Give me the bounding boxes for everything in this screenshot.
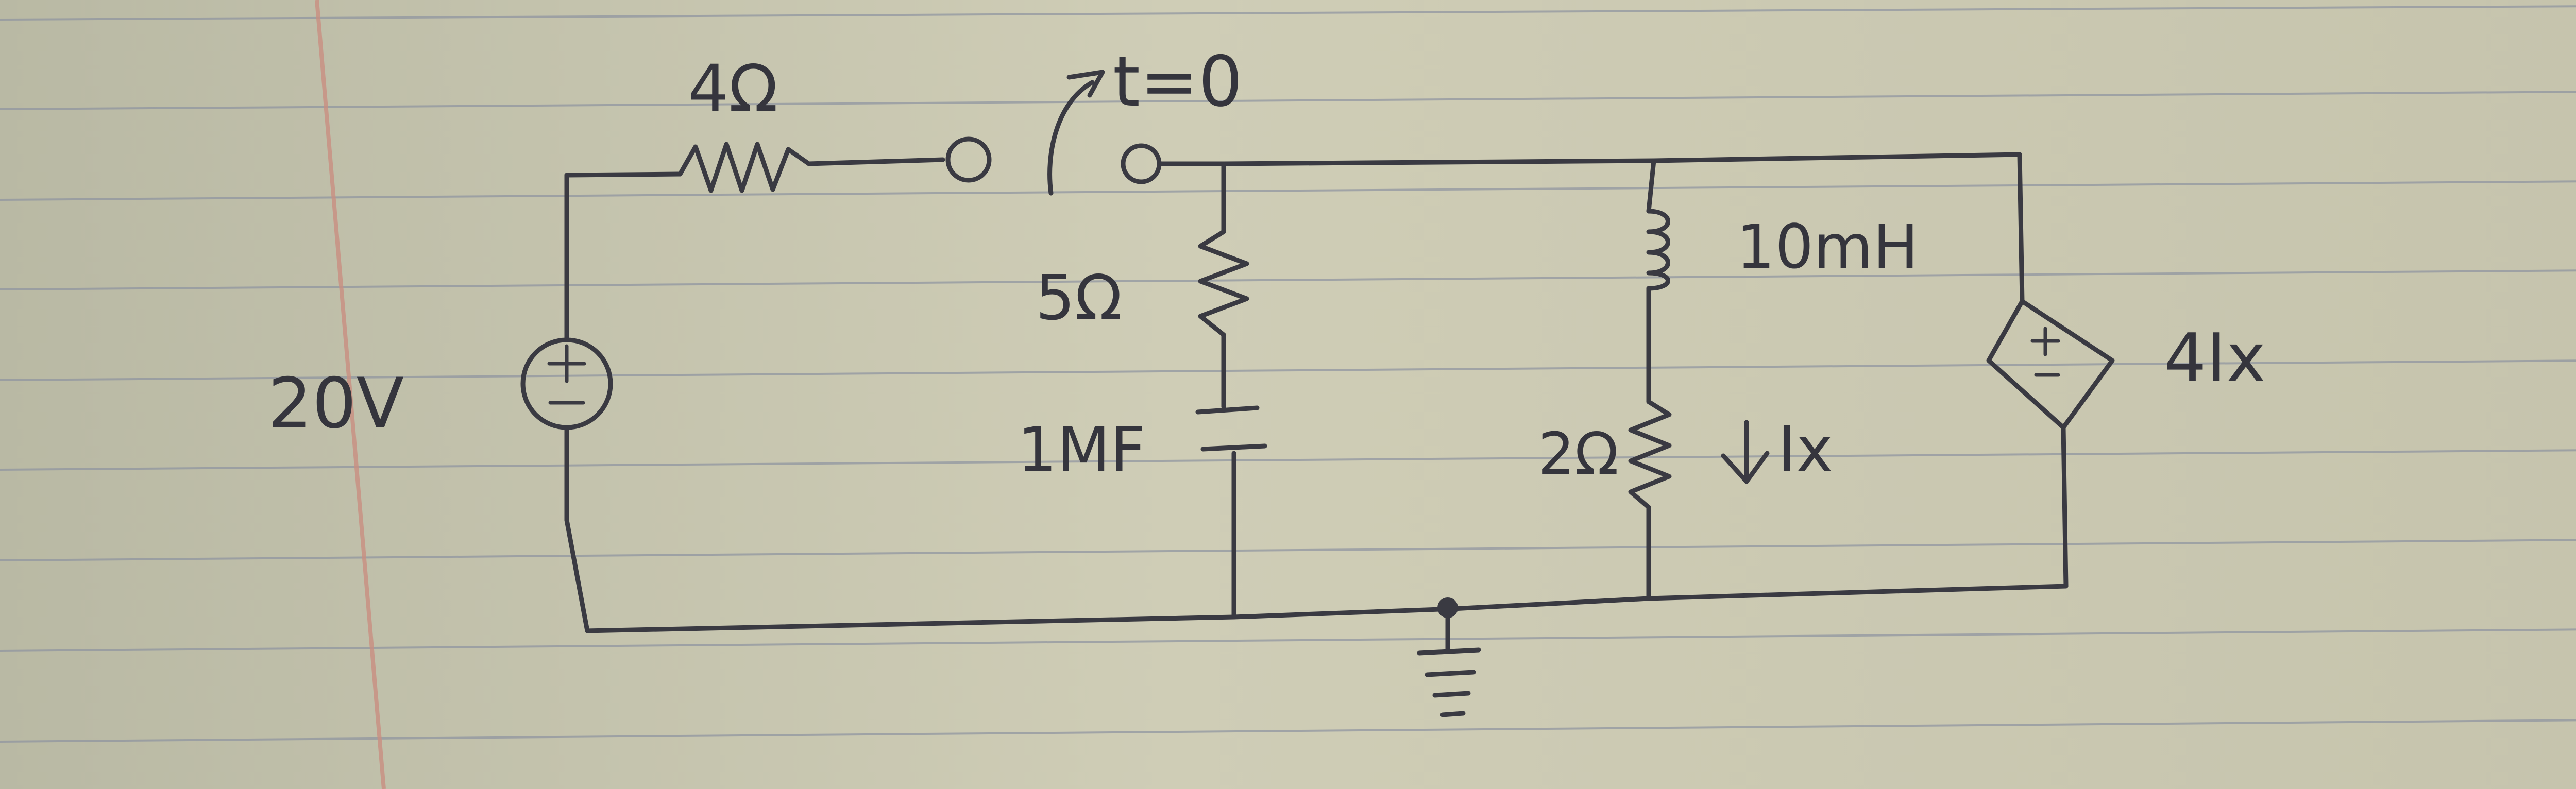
plus-sign	[2030, 327, 2060, 356]
label-ix: Ix	[1777, 413, 1833, 486]
resistor-4ohm	[677, 142, 811, 193]
ruled-lines	[0, 5, 2576, 743]
resistor-2ohm	[1628, 399, 1672, 510]
switch-contact-right	[1121, 143, 1162, 184]
label-4ohm: 4Ω	[688, 52, 778, 126]
label-5ohm: 5Ω	[1036, 263, 1122, 334]
switch-contact-left	[945, 136, 992, 183]
label-4ix: 4Ix	[2164, 319, 2266, 397]
switch-arm	[1047, 80, 1095, 196]
capacitor-1mf	[1195, 405, 1267, 452]
voltage-source-20v	[520, 337, 613, 430]
label-switch-time: t=0	[1113, 41, 1243, 122]
inductor-10mh	[1646, 209, 1670, 291]
label-1mf: 1MF	[1018, 415, 1146, 486]
switch-t0	[945, 70, 1162, 196]
plus-sign	[547, 344, 586, 383]
label-2ohm: 2Ω	[1538, 421, 1619, 488]
label-10mh: 10mH	[1736, 211, 1919, 282]
margin-line	[315, 0, 386, 789]
ground-symbol	[1417, 597, 1481, 717]
switch-arrow	[1066, 70, 1105, 98]
resistor-5ohm	[1198, 229, 1249, 337]
current-arrow-ix	[1721, 420, 1770, 484]
dependent-voltage-source	[1986, 299, 2115, 430]
label-20v: 20V	[268, 363, 404, 444]
